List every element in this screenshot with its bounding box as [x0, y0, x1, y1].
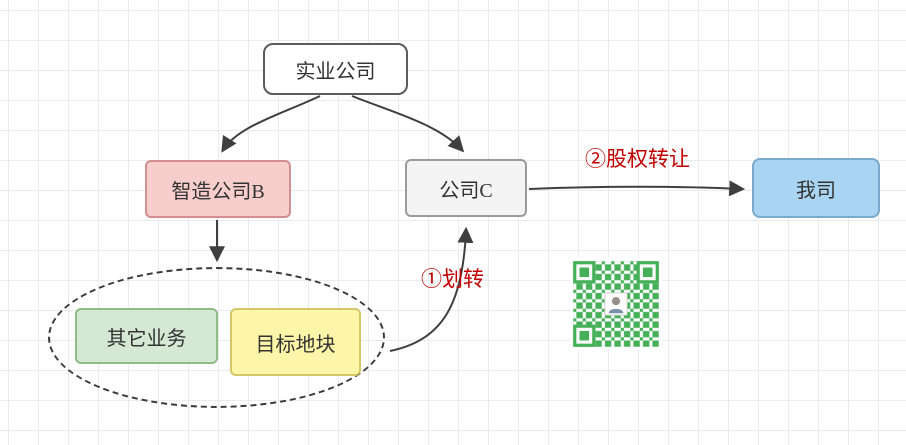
node-other-business-label: 其它业务: [106, 327, 187, 350]
node-parent-company: 实业公司: [263, 43, 408, 95]
node-company-c-label: 公司C: [439, 179, 493, 202]
edge-companyC-to-ourCompany: [528, 180, 746, 197]
edge-parent-to-companyC: [351, 95, 465, 153]
qr-finder-patterns: [573, 261, 659, 347]
node-other-business: 其它业务: [75, 308, 218, 364]
node-target-land: 目标地块: [230, 308, 361, 376]
qr-center-avatar: [604, 292, 628, 316]
edge-parent-to-companyB: [221, 95, 321, 153]
node-our-company-label: 我司: [796, 179, 836, 202]
node-company-c: 公司C: [405, 159, 527, 217]
business-group-ellipse: [48, 267, 385, 408]
node-parent-company-label: 实业公司: [295, 60, 376, 83]
edge-label-asset-divide: ①划转: [421, 267, 484, 291]
node-target-land-label: 目标地块: [255, 333, 336, 356]
edge-label-equity-transfer: ②股权转让: [585, 147, 690, 171]
node-our-company: 我司: [752, 158, 880, 218]
node-company-b: 智造公司B: [145, 160, 291, 218]
node-company-b-label: 智造公司B: [171, 180, 265, 203]
qr-code-image: [570, 258, 662, 350]
